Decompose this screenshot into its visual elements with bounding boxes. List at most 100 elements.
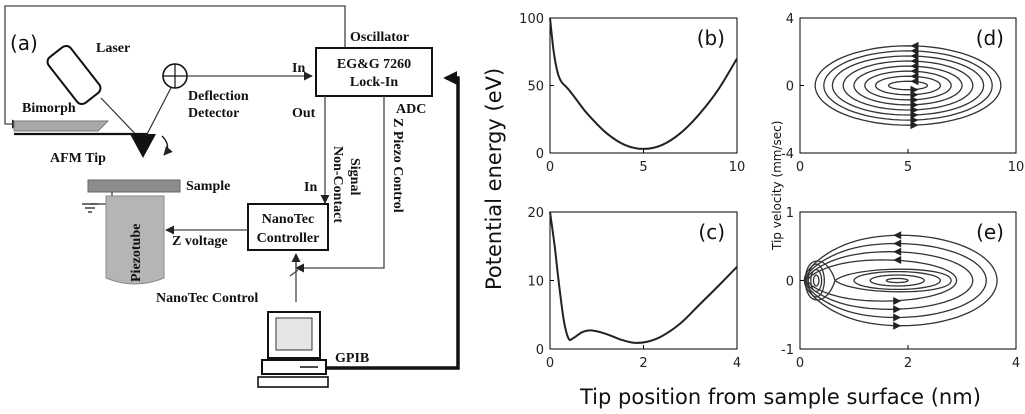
port-in-top-label: In [292,61,305,76]
y-tick-label: 0 [786,275,794,290]
phase-orbit [869,274,925,287]
noncontact-label-1: Non-Contact [330,146,345,223]
y-tick-label: -1 [781,343,794,358]
potential-energy-curve [549,17,738,150]
phase-orbit [853,270,942,291]
orbit-arrow-icon [910,41,919,50]
panel-label-a: (a) [10,31,38,55]
x-tick-label: 10 [1008,160,1025,175]
orbit-arrow-icon [910,57,919,66]
gpib-wire [326,71,460,370]
phase-orbit [887,80,929,91]
orbit-arrow-icon [893,231,902,240]
phase-orbit [885,277,909,284]
noncontact-label-2: Signal [347,158,362,195]
y-tick-label: -4 [781,147,794,162]
phase-orbit [874,75,942,96]
port-adc-label: ADC [396,102,426,117]
phase-orbit [864,70,952,101]
oscillator-label: Oscillator [350,30,409,45]
schematic-panel: (a) Laser Deflection Detector Bimorph AF… [4,5,460,388]
computer-icon [257,311,329,388]
oscillator-drive-wire [4,5,346,129]
orbit-arrow-icon [893,313,902,322]
z-voltage-label: Z voltage [172,234,228,249]
x-tick-label: 0 [796,356,804,371]
xlabel-shared: Tip position from sample surface (nm) [579,385,981,409]
x-tick-label: 10 [729,160,746,175]
ground-icon [82,203,98,213]
panel-label: (c) [698,220,725,244]
nanotec-label-2: Controller [257,231,320,246]
piezotube-label: Piezotube [129,224,144,282]
orbit-arrow-icon [910,95,919,104]
orbit-arrow-icon [910,111,919,120]
x-tick-label: 4 [1012,356,1020,371]
panel-label: (d) [976,26,1004,50]
orbit-arrow-icon [910,77,919,86]
orbit-arrow-icon [893,297,902,306]
orbit-arrow-icon [910,46,919,55]
potential-energy-curve [549,211,738,344]
y-tick-label: 100 [519,12,544,27]
orbit-arrow-icon [910,90,919,99]
phase-orbit [814,45,1002,126]
orbit-arrow-icon [893,321,902,330]
phase-orbit [842,60,974,111]
phase-orbit [812,274,820,287]
x-tick-label: 5 [639,160,647,175]
phase-orbit [853,65,963,106]
y-tick-label: 50 [527,80,544,95]
x-tick-label: 5 [904,160,912,175]
zpiezo-label: Z Piezo Control [390,118,405,213]
separatrix [834,268,952,293]
phase-orbit [804,242,987,319]
y-tick-label: 4 [786,12,794,27]
oscillation-arrow-icon [161,135,173,156]
deflection-label-1: Deflection [188,89,249,104]
z-piezo-control-wire [295,96,385,273]
lockin-box [315,47,433,97]
panel-label: (e) [976,220,1004,244]
orbit-arrow-icon [910,116,919,125]
gpib-label: GPIB [335,351,369,366]
port-out-label: Out [292,106,316,121]
orbit-arrow-icon [910,100,919,109]
orbit-arrow-icon [893,255,902,264]
x-tick-label: 4 [733,356,741,371]
y-tick-label: 10 [527,275,544,290]
phase-orbit [831,55,985,116]
sample-label: Sample [186,179,230,194]
x-tick-label: 0 [546,160,554,175]
nanotec-control-label: NanoTec Control [156,291,258,306]
orbit-arrow-icon [910,62,919,71]
y-tick-label: 1 [786,206,794,221]
laser-beam [100,79,176,144]
x-tick-label: 2 [639,356,647,371]
y-tick-label: 0 [536,147,544,162]
phase-orbit [823,50,993,121]
deflection-label-2: Detector [188,106,239,121]
orbit-arrow-icon [910,121,919,130]
y-tick-label: 0 [536,343,544,358]
piezotube-icon [105,195,165,285]
orbit-arrow-icon [910,105,919,114]
nanotec-box [247,203,329,251]
orbit-arrow-icon [893,239,902,248]
y-tick-label: 0 [786,80,794,95]
orbit-arrow-icon [893,305,902,314]
orbit-arrow-icon [910,72,919,81]
deflection-detector-icon [162,63,188,89]
x-tick-label: 0 [546,356,554,371]
ylabel-velocity: Tip velocity (mm/sec) [770,121,784,251]
ylabel-potential: Potential energy (eV) [482,68,506,290]
bimorph-block [13,120,110,132]
bimorph-label: Bimorph [22,101,76,116]
laser-label: Laser [96,41,130,56]
lockin-label-1: EG&G 7260 [337,57,411,72]
